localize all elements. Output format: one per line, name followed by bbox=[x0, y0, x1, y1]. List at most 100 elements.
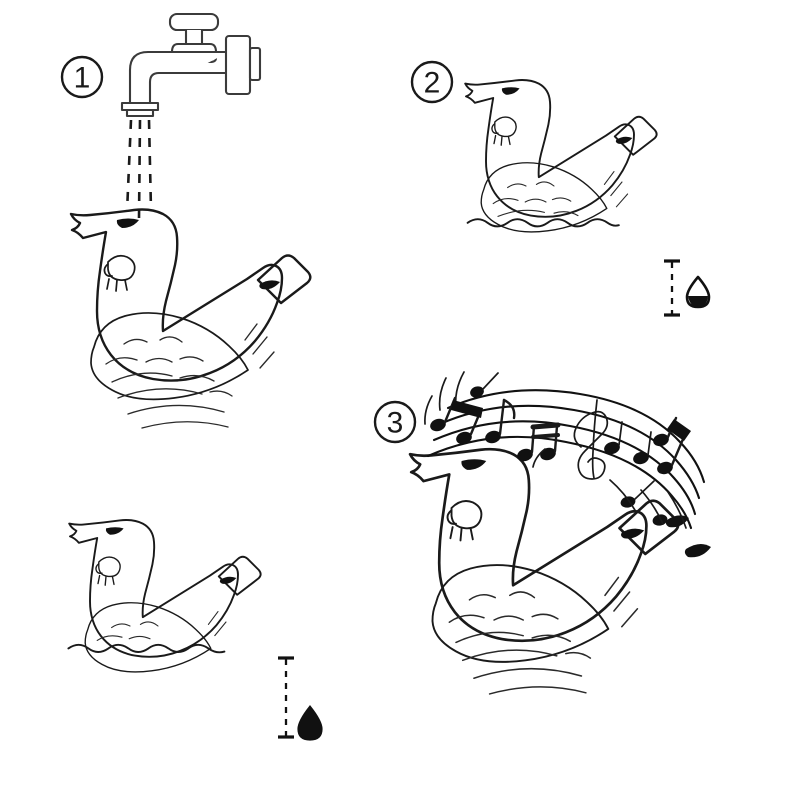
flourish-stroke bbox=[640, 489, 664, 525]
feather-arc bbox=[105, 357, 138, 365]
bird-eye-brow bbox=[491, 122, 499, 135]
bird-eyelash bbox=[115, 279, 118, 292]
bird-water-surface bbox=[67, 643, 226, 654]
note-head bbox=[517, 448, 533, 462]
step-badge-1: 1 bbox=[60, 55, 104, 99]
bird-eyelash bbox=[106, 278, 110, 290]
bird-eyelash bbox=[97, 574, 101, 585]
feather-arc bbox=[128, 635, 151, 640]
bird-eyelash bbox=[111, 575, 115, 586]
bird-beak-notch bbox=[105, 527, 124, 535]
bird-whistle-icon bbox=[464, 79, 658, 233]
feather-arc bbox=[507, 183, 527, 189]
faucet-nozzle-collar bbox=[120, 101, 160, 112]
water-stream-line bbox=[125, 119, 133, 213]
bird-eye-shape bbox=[98, 556, 121, 578]
bird-feather-texture bbox=[105, 323, 275, 429]
bird-water-surface bbox=[466, 218, 620, 228]
note-beam bbox=[667, 419, 691, 441]
bird-eye-icon bbox=[491, 116, 517, 146]
bird-spout-mouthpiece bbox=[256, 254, 312, 305]
quarter-note bbox=[604, 421, 623, 455]
beamed-note-group bbox=[517, 422, 561, 462]
note-head bbox=[456, 431, 472, 445]
note-stem bbox=[498, 398, 506, 436]
step-badge-2: 2 bbox=[410, 60, 454, 104]
tail-stroke bbox=[214, 621, 227, 637]
flourish-stroke bbox=[424, 395, 433, 425]
water-level-gauge-icon bbox=[278, 656, 294, 739]
bird-eyelash bbox=[507, 135, 511, 146]
flourish-stroke bbox=[532, 448, 546, 468]
note-head bbox=[470, 386, 484, 398]
clef-stem bbox=[591, 399, 598, 479]
note-stem bbox=[618, 421, 623, 446]
mouthpiece-plate bbox=[618, 499, 680, 556]
bird-eye-icon bbox=[103, 254, 136, 292]
feather-arc bbox=[455, 631, 524, 644]
mouthpiece-plate bbox=[256, 254, 312, 305]
note-head bbox=[430, 418, 446, 432]
step-badge-label: 2 bbox=[424, 67, 441, 100]
note-beam-second bbox=[531, 433, 560, 439]
feather-arc bbox=[531, 634, 571, 643]
note-stem bbox=[553, 424, 559, 453]
eighth-note bbox=[485, 398, 516, 444]
mouthpiece-blowhole bbox=[219, 576, 237, 584]
step-badge-3: 3 bbox=[373, 400, 417, 444]
tail-stroke bbox=[615, 193, 629, 208]
bird-eye-shape bbox=[107, 254, 136, 281]
bird-wing-outline bbox=[84, 602, 212, 673]
bird-eyelash bbox=[469, 527, 474, 541]
feather-arc bbox=[473, 667, 583, 679]
feather-arc bbox=[509, 591, 536, 599]
tail-stroke bbox=[252, 336, 268, 355]
staff-line bbox=[432, 420, 697, 516]
step-badge-label: 3 bbox=[387, 407, 404, 440]
bird-eye-brow bbox=[103, 263, 113, 278]
feather-arc bbox=[117, 388, 203, 399]
note-stem bbox=[482, 372, 499, 390]
feather-arc bbox=[553, 211, 579, 217]
bird-eye-brow bbox=[95, 562, 103, 575]
feather-arc bbox=[492, 198, 519, 205]
note-beam bbox=[451, 400, 483, 418]
feather-arc bbox=[497, 209, 545, 217]
note-stem bbox=[634, 480, 655, 500]
feather-arc bbox=[448, 614, 485, 623]
note-stem bbox=[647, 431, 652, 456]
water-stream-icon bbox=[125, 119, 153, 219]
feather-arc bbox=[141, 421, 229, 429]
feather-arc bbox=[145, 357, 173, 363]
feather-arc bbox=[468, 594, 496, 601]
note-head bbox=[653, 433, 669, 447]
quarter-note bbox=[633, 431, 652, 465]
tail-stroke bbox=[621, 608, 639, 628]
tail-stroke bbox=[207, 611, 219, 625]
note-head bbox=[652, 514, 668, 526]
feather-arc bbox=[96, 635, 123, 641]
water-level-gauge-icon bbox=[664, 259, 680, 317]
feather-arc bbox=[123, 338, 148, 345]
quarter-note bbox=[470, 372, 499, 398]
bird-eye-icon bbox=[95, 556, 121, 586]
water-stream-line bbox=[147, 119, 153, 211]
tail-stroke bbox=[603, 171, 615, 185]
step-badge-circle bbox=[60, 55, 104, 99]
feather-arc bbox=[111, 623, 131, 629]
feather-arc bbox=[159, 336, 183, 343]
step-badge-circle bbox=[373, 400, 417, 444]
bird-eyelash bbox=[493, 134, 497, 145]
bird-spout-mouthpiece bbox=[613, 115, 658, 156]
bird-wing-outline bbox=[480, 162, 608, 233]
tail-stroke bbox=[259, 351, 275, 369]
feather-arc bbox=[524, 198, 547, 203]
feather-arc bbox=[551, 197, 572, 202]
bird-eye-brow bbox=[446, 509, 457, 525]
note-head bbox=[540, 447, 556, 461]
bird-eye-shape bbox=[494, 116, 517, 138]
bird-eyelash bbox=[459, 527, 463, 542]
faucet-wall-plate bbox=[248, 46, 262, 82]
